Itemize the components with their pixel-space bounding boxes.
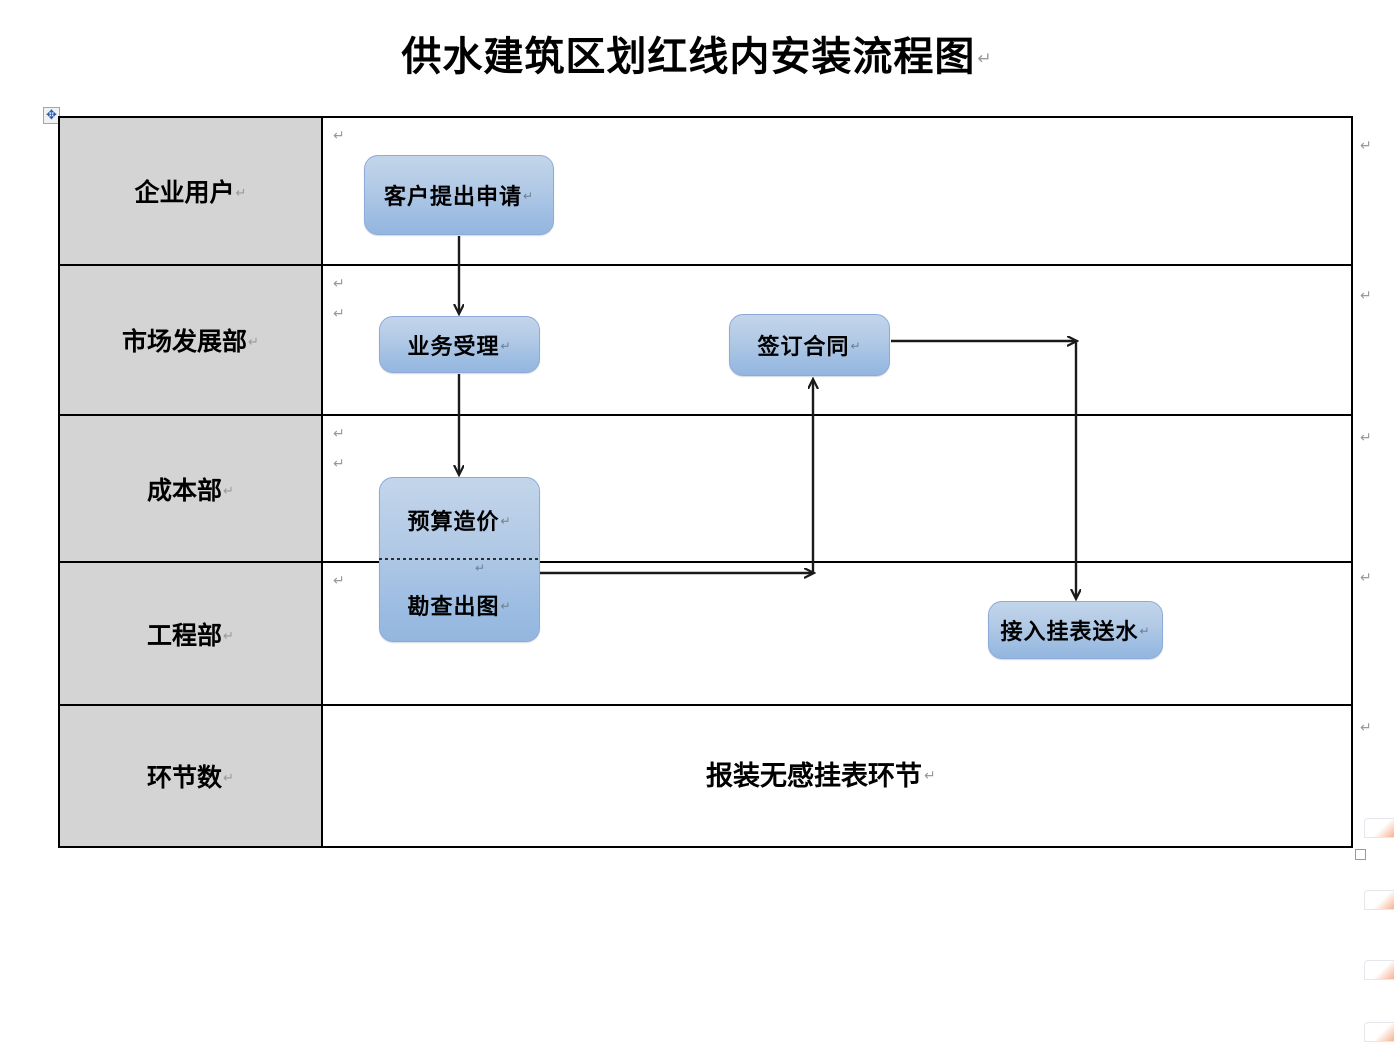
process-node-label: 业务受理↵ xyxy=(407,333,512,359)
page-title: 供水建筑区划红线内安装流程图↵ xyxy=(0,24,1394,82)
process-node-label-budget: 预算造价↵ xyxy=(407,509,512,534)
paragraph-mark-icon: ↵ xyxy=(333,425,345,441)
paragraph-mark-icon: ↵ xyxy=(1360,429,1372,445)
row-label-text: 环节数↵ xyxy=(147,765,234,792)
paragraph-mark-icon: ↵ xyxy=(333,572,345,588)
row-label-text: 工程部↵ xyxy=(147,622,234,650)
paragraph-mark-icon: ↵ xyxy=(223,482,234,498)
summary-text-value: 报装无感挂表环节 xyxy=(706,761,922,791)
edge-artifact-marker xyxy=(1364,890,1394,910)
row-label-cell-enterprise-user: 企业用户↵ xyxy=(60,118,323,264)
paragraph-mark-icon: ↵ xyxy=(223,770,234,785)
row-content-cell-step-count xyxy=(323,706,1351,846)
process-node-sign-contract[interactable]: 签订合同↵ xyxy=(729,314,890,376)
process-node-meter-connection[interactable]: 接入挂表送水↵ xyxy=(988,601,1163,659)
paragraph-mark-icon: ↵ xyxy=(500,338,512,353)
paragraph-mark-icon: ↵ xyxy=(235,185,247,200)
paragraph-mark-icon: ↵ xyxy=(333,305,345,321)
process-node-label-survey: 勘查出图↵ xyxy=(407,594,512,619)
paragraph-mark-icon: ↵ xyxy=(977,49,993,68)
paragraph-mark-icon: ↵ xyxy=(1139,624,1151,638)
row-label-text: 企业用户↵ xyxy=(134,180,247,207)
process-node-label: 签订合同↵ xyxy=(757,334,862,359)
paragraph-mark-icon: ↵ xyxy=(500,514,512,528)
paragraph-mark-icon: ↵ xyxy=(924,767,936,783)
table-row: 企业用户↵ ↵ xyxy=(60,118,1351,266)
process-node-business-acceptance[interactable]: 业务受理↵ xyxy=(379,316,540,373)
row-label-text: 成本部↵ xyxy=(147,477,234,505)
row-label-cell-engineering: 工程部↵ xyxy=(60,563,323,704)
paragraph-mark-icon: ↵ xyxy=(1360,287,1372,303)
paragraph-mark-icon: ↵ xyxy=(522,189,535,203)
summary-text: 报装无感挂表环节↵ xyxy=(706,754,936,793)
paragraph-mark-icon: ↵ xyxy=(1360,719,1372,735)
paragraph-mark-icon: ↵ xyxy=(500,599,512,613)
row-label-cell-cost-department: 成本部↵ xyxy=(60,416,323,561)
paragraph-mark-icon: ↵ xyxy=(333,455,345,471)
paragraph-mark-icon: ↵ xyxy=(223,627,234,643)
process-node-budget-and-survey[interactable]: 预算造价↵ ↵ 勘查出图↵ xyxy=(379,477,540,642)
edge-artifact-marker xyxy=(1364,818,1394,838)
paragraph-mark-icon: ↵ xyxy=(333,275,345,291)
paragraph-mark-icon: ↵ xyxy=(850,339,862,353)
paragraph-mark-icon: ↵ xyxy=(475,561,486,575)
process-node-customer-application[interactable]: 客户提出申请↵ xyxy=(364,155,554,235)
row-label-cell-step-count: 环节数↵ xyxy=(60,706,323,846)
page-title-text: 供水建筑区划红线内安装流程图 xyxy=(401,34,976,79)
table-move-handle-icon[interactable]: ✥ xyxy=(43,107,60,124)
table-row: 市场发展部↵ ↵ ↵ xyxy=(60,266,1351,416)
paragraph-mark-icon: ↵ xyxy=(248,334,259,349)
edge-artifact-marker xyxy=(1364,1022,1394,1042)
table-row: 环节数↵ xyxy=(60,706,1351,846)
table-resize-handle[interactable] xyxy=(1355,849,1366,860)
process-node-label: 接入挂表送水↵ xyxy=(1000,619,1151,644)
row-label-cell-market-development: 市场发展部↵ xyxy=(60,266,323,414)
paragraph-mark-icon: ↵ xyxy=(333,127,345,143)
process-node-label: 客户提出申请↵ xyxy=(383,184,535,209)
table-row: 成本部↵ ↵ ↵ xyxy=(60,416,1351,563)
flowchart-table: 企业用户↵ ↵ 市场发展部↵ ↵ ↵ 成本部↵ ↵ ↵ 工程部↵ ↵ xyxy=(58,116,1353,848)
edge-artifact-marker xyxy=(1364,960,1394,980)
row-label-text: 市场发展部↵ xyxy=(122,329,259,356)
paragraph-mark-icon: ↵ xyxy=(1360,137,1372,153)
paragraph-mark-icon: ↵ xyxy=(1360,569,1372,585)
